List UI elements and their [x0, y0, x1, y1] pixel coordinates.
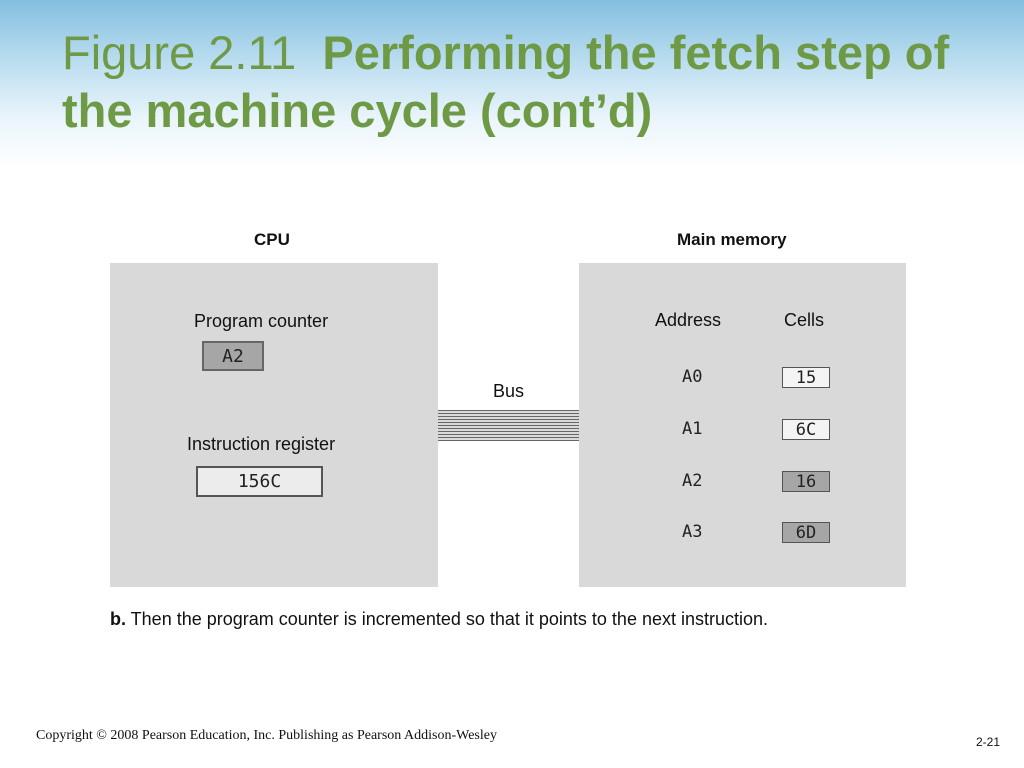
program-counter-register: A2	[202, 341, 264, 371]
page-number: 2-21	[976, 735, 1001, 749]
program-counter-value: A2	[222, 345, 244, 367]
memory-address: A0	[682, 367, 703, 387]
memory-cell-value: 6D	[795, 522, 817, 543]
memory-cell-highlighted: 16	[782, 471, 830, 492]
memory-cell-value: 6C	[795, 419, 817, 440]
memory-address: A3	[682, 522, 703, 542]
memory-cell: 15	[782, 367, 830, 388]
figure-title: Performing the fetch step of the machine…	[62, 26, 950, 137]
instruction-register-value: 156C	[237, 471, 282, 492]
main-memory-panel	[579, 263, 906, 587]
figure-caption: b. Then the program counter is increment…	[110, 609, 768, 630]
program-counter-label: Program counter	[194, 311, 329, 331]
bus-label: Bus	[493, 381, 525, 401]
memory-cell-value: 16	[795, 471, 817, 492]
memory-address: A2	[682, 471, 703, 491]
copyright-footer: Copyright © 2008 Pearson Education, Inc.…	[36, 728, 497, 743]
memory-address: A1	[682, 419, 703, 439]
slide-title: Figure 2.11 Performing the fetch step of…	[62, 24, 1002, 140]
caption-text: Then the program counter is incremented …	[126, 609, 769, 629]
memory-cell-highlighted: 6D	[782, 522, 830, 543]
instruction-register-label: Instruction register	[187, 434, 336, 454]
address-header: Address	[655, 310, 722, 330]
caption-prefix: b.	[110, 609, 126, 629]
main-memory-heading: Main memory	[677, 230, 787, 249]
cells-header: Cells	[784, 310, 825, 330]
bus-lines	[438, 410, 579, 441]
cpu-panel	[110, 263, 438, 587]
cpu-heading: CPU	[254, 230, 290, 249]
header-band	[0, 0, 1024, 170]
memory-cell: 6C	[782, 419, 830, 440]
instruction-register: 156C	[196, 466, 323, 497]
figure-label: Figure 2.11	[62, 26, 297, 79]
memory-cell-value: 15	[795, 367, 817, 388]
